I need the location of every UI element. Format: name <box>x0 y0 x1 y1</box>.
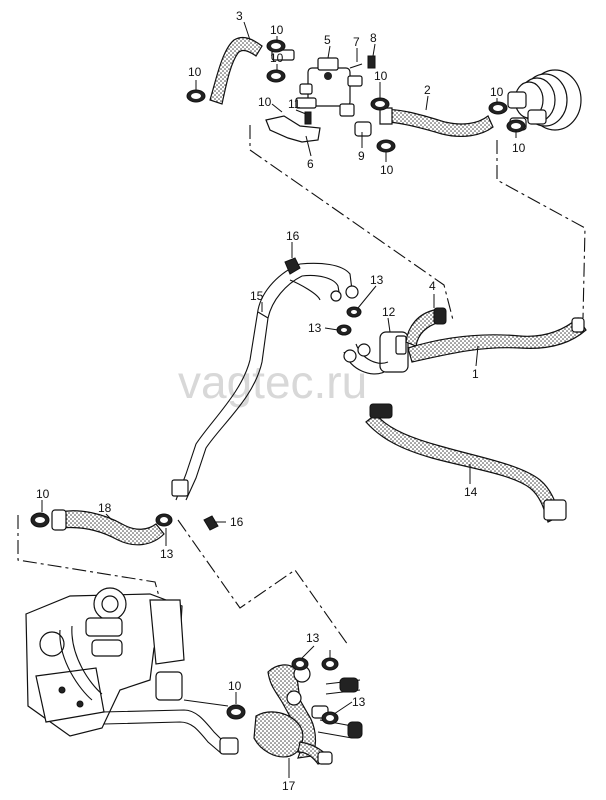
callout-17: 17 <box>282 779 296 793</box>
callout-8: 8 <box>370 31 377 45</box>
nut-16-b <box>203 515 219 531</box>
hose-clamp-13-f <box>321 711 339 725</box>
pipe-stub-lower-b <box>317 731 353 739</box>
hose-clamp-13-c <box>155 513 173 527</box>
return-pipe-end <box>219 737 239 755</box>
hose-3 <box>209 36 263 105</box>
callout-10-bellow-top: 10 <box>490 85 504 99</box>
callout-10-valve-left: 10 <box>270 51 284 65</box>
callout-13-lower-left: 13 <box>306 631 320 645</box>
nut-16-a <box>284 257 301 275</box>
hose-assembly-17 <box>253 664 333 765</box>
callout-15: 15 <box>250 289 264 303</box>
pipe-end-15-b <box>330 290 342 302</box>
callout-10-hose3-left: 10 <box>188 65 202 79</box>
return-pipe-c <box>183 699 229 707</box>
callout-13-left: 13 <box>308 321 322 335</box>
callout-3: 3 <box>236 9 243 23</box>
grommet-9 <box>354 121 372 137</box>
pipe-stub-lower-end <box>347 721 363 739</box>
pipe-bracket <box>171 479 189 497</box>
pipe-15-line-a <box>175 262 353 501</box>
hose-18 <box>59 510 165 546</box>
hose-18-end <box>51 509 67 531</box>
callout-2: 2 <box>424 83 431 97</box>
callout-10-grommet: 10 <box>380 163 394 177</box>
hose-clamp-10-d <box>370 97 390 111</box>
hose-clamp-13-a <box>346 306 362 318</box>
bracket-6 <box>265 115 321 143</box>
callout-1: 1 <box>472 367 479 381</box>
hose-14 <box>365 413 561 523</box>
callout-14: 14 <box>464 485 478 499</box>
hose-clamp-13-e <box>321 657 339 671</box>
hose-1 <box>407 317 587 363</box>
return-pipe-b <box>103 721 223 755</box>
callout-13-lower-right: 13 <box>352 695 366 709</box>
pipe-15-line-b <box>185 274 341 501</box>
callout-10-valve-right: 10 <box>374 69 388 83</box>
hose-2-end-left <box>379 107 393 125</box>
callout-13-upper: 13 <box>370 273 384 287</box>
heater-valve <box>271 49 363 117</box>
hose-2 <box>384 109 494 137</box>
hose-clamp-10-f <box>488 101 508 115</box>
hose-clamp-13-b <box>336 324 352 336</box>
callout-10-bracket: 10 <box>258 95 272 109</box>
callout-9: 9 <box>358 149 365 163</box>
return-pipe-a <box>101 709 227 745</box>
dash-line-hose18-to-engine <box>17 515 161 601</box>
hose-clamp-10-e <box>376 139 396 153</box>
hose-clamp-10-h <box>30 512 50 528</box>
screw-11 <box>304 111 312 125</box>
hose-14-end-bottom <box>543 499 567 521</box>
pipe-stub-upper-end <box>339 677 359 693</box>
screw-7 <box>349 63 363 69</box>
callout-10-hose18: 10 <box>36 487 50 501</box>
bulkhead-bellow <box>507 69 582 131</box>
watermark-text: vagtec.ru <box>178 356 367 408</box>
dash-line-valve-to-pipe <box>249 125 454 321</box>
bolt-8 <box>367 55 376 69</box>
hose-4-end <box>433 307 447 325</box>
dash-line-pipe-to-hose17 <box>177 519 349 646</box>
callout-10-bellow-bottom: 10 <box>512 141 526 155</box>
callout-16-top: 16 <box>286 229 300 243</box>
hose-clamp-10-a <box>186 89 206 103</box>
callout-18: 18 <box>98 501 112 515</box>
callout-10-hose3-top: 10 <box>270 23 284 37</box>
callout-7: 7 <box>353 35 360 49</box>
dash-line-bellow-to-hose1 <box>496 140 586 319</box>
callout-5: 5 <box>324 33 331 47</box>
pipe-end-15-a <box>345 285 359 299</box>
leader-lines <box>41 21 517 778</box>
engine-block <box>25 587 185 737</box>
callout-4: 4 <box>429 279 436 293</box>
callout-16-bottom: 16 <box>230 515 244 529</box>
hose-clamp-10-i <box>226 704 246 720</box>
hose-14-end-top <box>369 403 393 419</box>
hose-clamp-10-c <box>266 69 286 83</box>
hose-clamp-10-b <box>266 39 286 53</box>
hose-1-end <box>571 317 585 333</box>
connector-12 <box>343 331 409 375</box>
hose-clamp-13-d <box>291 657 309 671</box>
callout-13-hose18: 13 <box>160 547 174 561</box>
callout-6: 6 <box>307 157 314 171</box>
callout-12: 12 <box>382 305 396 319</box>
callout-10-lower: 10 <box>228 679 242 693</box>
callout-11: 11 <box>288 97 301 111</box>
pipe-15-line-c <box>257 279 321 319</box>
